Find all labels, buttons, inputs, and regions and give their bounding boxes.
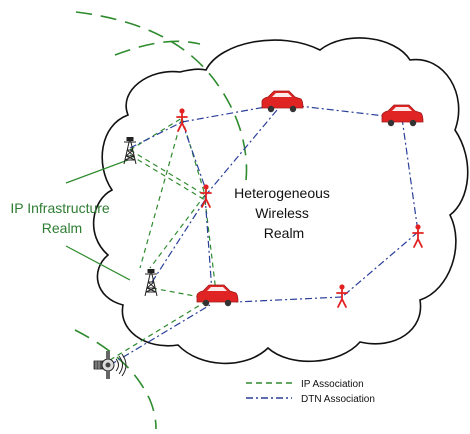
cell-tower-icon-bottom [144, 268, 158, 297]
person-icon-4 [336, 283, 348, 308]
infra-label: IP Infrastructure Realm [10, 200, 113, 236]
satellite-icon [93, 351, 127, 379]
car-icon-1 [261, 90, 304, 113]
legend: IP Association DTN Association [246, 379, 375, 405]
car-icon-3 [196, 284, 239, 307]
infra-label-line-2: Realm [42, 220, 82, 236]
wireless-realm-cloud [92, 37, 469, 365]
realm-label-line-1: Heterogeneous [234, 185, 330, 201]
legend-ip-label: IP Association [301, 379, 364, 390]
realm-label: Heterogeneous Wireless Realm [234, 185, 334, 241]
cell-tower-icon-top [123, 136, 137, 165]
legend-dtn-label: DTN Association [301, 394, 375, 405]
infra-label-line-1: IP Infrastructure [10, 200, 110, 216]
infra-label-pointers [65, 159, 131, 281]
realm-label-line-2: Wireless [255, 205, 309, 221]
realm-label-line-3: Realm [264, 225, 304, 241]
ip-infrastructure-boundary [74, 11, 248, 430]
